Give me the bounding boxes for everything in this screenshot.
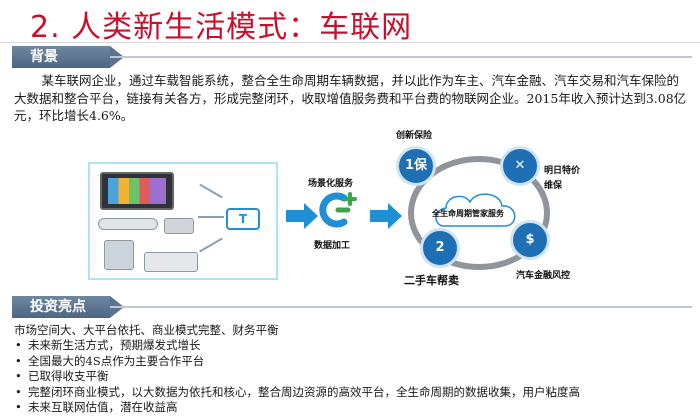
- maintenance-icon: ✕: [500, 146, 540, 186]
- section-rule-highlights: [110, 306, 692, 308]
- page-title: 2. 人类新生活模式：车联网: [30, 10, 413, 45]
- hub-bottom-label: 数据加工: [314, 241, 351, 251]
- background-paragraph: 某车联网企业，通过车载智能系统，整合全生命周期车辆数据，并以此作为车主、汽车金融…: [14, 73, 687, 123]
- list-item: 完整闭环商业模式，以大数据为依托和核心，整合周边资源的高效平台，全生命周期的数据…: [14, 385, 694, 401]
- used-car-icon: 2: [420, 228, 460, 268]
- list-item: 已取得收支平衡: [14, 369, 694, 385]
- section-tag-highlights: 投资亮点: [12, 296, 124, 318]
- title-divider: [0, 42, 700, 43]
- obd-dongle-icon: [104, 240, 134, 270]
- navigation-box-icon: [144, 252, 198, 272]
- section-tag-background: 背景: [12, 46, 124, 68]
- finance-icon: $: [510, 220, 550, 260]
- service-loop-icon: [408, 156, 550, 270]
- telematics-unit-icon: T: [226, 208, 260, 230]
- list-item: 未来新生活方式，预期爆发式增长: [14, 338, 694, 354]
- signal-line-icon: [198, 216, 224, 218]
- service-label-finance: 汽车金融风控: [516, 271, 571, 281]
- list-item: 未来互联网估值，潜在收益高: [14, 400, 694, 416]
- service-label-maintenance: 明日特价维保: [544, 164, 588, 194]
- service-label-maintenance-text: 明日特价维保: [544, 166, 581, 191]
- section-rule-background: [110, 56, 692, 58]
- hub-top-label: 场景化服务: [308, 179, 354, 189]
- service-label-used-car: 二手车帮卖: [404, 274, 459, 287]
- dashcam-icon: [164, 218, 194, 234]
- data-hub-logo-icon: [319, 192, 357, 228]
- service-label-insurance: 创新保险: [396, 131, 433, 141]
- rearview-mirror-icon: [98, 218, 158, 230]
- tablet-icon: [100, 172, 174, 210]
- insurance-icon: 1保: [396, 146, 436, 186]
- highlights-list: 市场空间大、大平台依托、商业模式完整、财务平衡 未来新生活方式，预期爆发式增长 …: [14, 323, 694, 416]
- cloud-label: 全生命周期管家服务: [432, 209, 504, 218]
- list-item: 全国最大的4S点作为主要合作平台: [14, 354, 694, 370]
- highlights-lead: 市场空间大、大平台依托、商业模式完整、财务平衡: [14, 323, 279, 337]
